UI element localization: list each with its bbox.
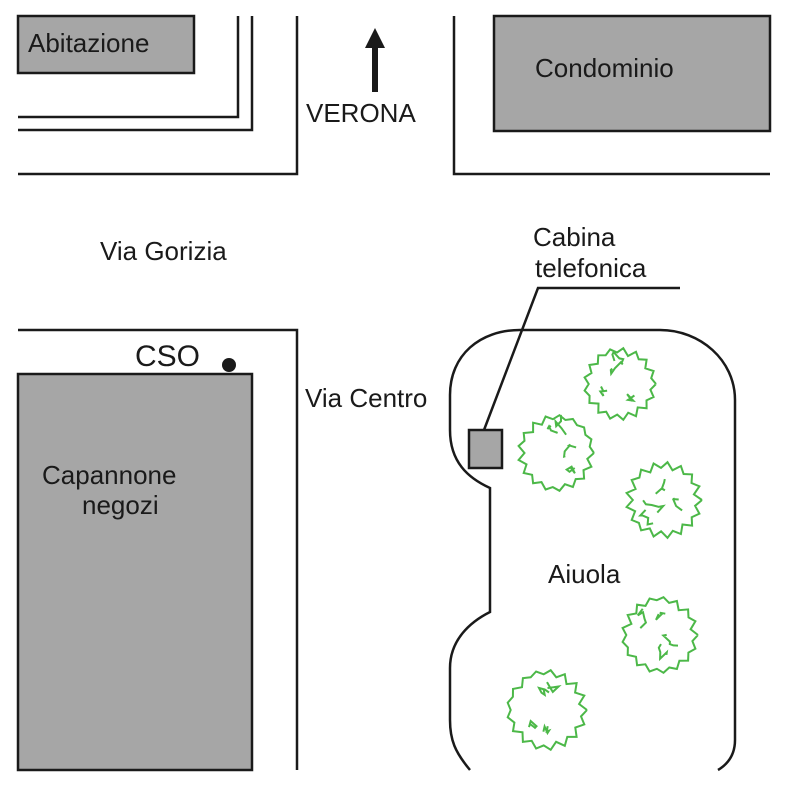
tree-icon: [583, 346, 657, 422]
abitazione-inner-border: [18, 16, 240, 119]
capannone-building: [16, 372, 254, 772]
aiuola-label: Aiuola: [548, 559, 621, 589]
tree-icon: [517, 413, 595, 493]
cabina-label-line1: Cabina: [533, 222, 616, 252]
tree-icon: [506, 668, 588, 752]
arrow-up-icon: [365, 28, 385, 92]
street-edge-bottom-left: [18, 328, 299, 770]
cabina-label-line2: telefonica: [535, 253, 647, 283]
aiuola-outline: [448, 328, 737, 772]
tree-icon: [624, 460, 703, 540]
tree-icon: [621, 596, 699, 675]
street-edge-top-left: [18, 16, 299, 176]
abitazione-outer-border: [18, 16, 254, 132]
abitazione-label: Abitazione: [28, 28, 149, 58]
trees-group: [506, 346, 703, 752]
cso-marker: [222, 358, 236, 372]
capannone-label-line1: Capannone: [42, 460, 176, 490]
cabina-leader-line: [482, 286, 680, 431]
via-gorizia-label: Via Gorizia: [100, 236, 227, 266]
condominio-label: Condominio: [535, 53, 674, 83]
cso-label: CSO: [135, 340, 200, 373]
verona-label: VERONA: [306, 98, 416, 128]
abitazione-building: [16, 14, 196, 75]
capannone-label-line2: negozi: [82, 490, 159, 520]
street-edge-top-right: [452, 16, 770, 176]
cabina-telefonica-box: [467, 428, 504, 470]
via-centro-label: Via Centro: [305, 383, 427, 413]
condominio-building: [492, 14, 772, 133]
